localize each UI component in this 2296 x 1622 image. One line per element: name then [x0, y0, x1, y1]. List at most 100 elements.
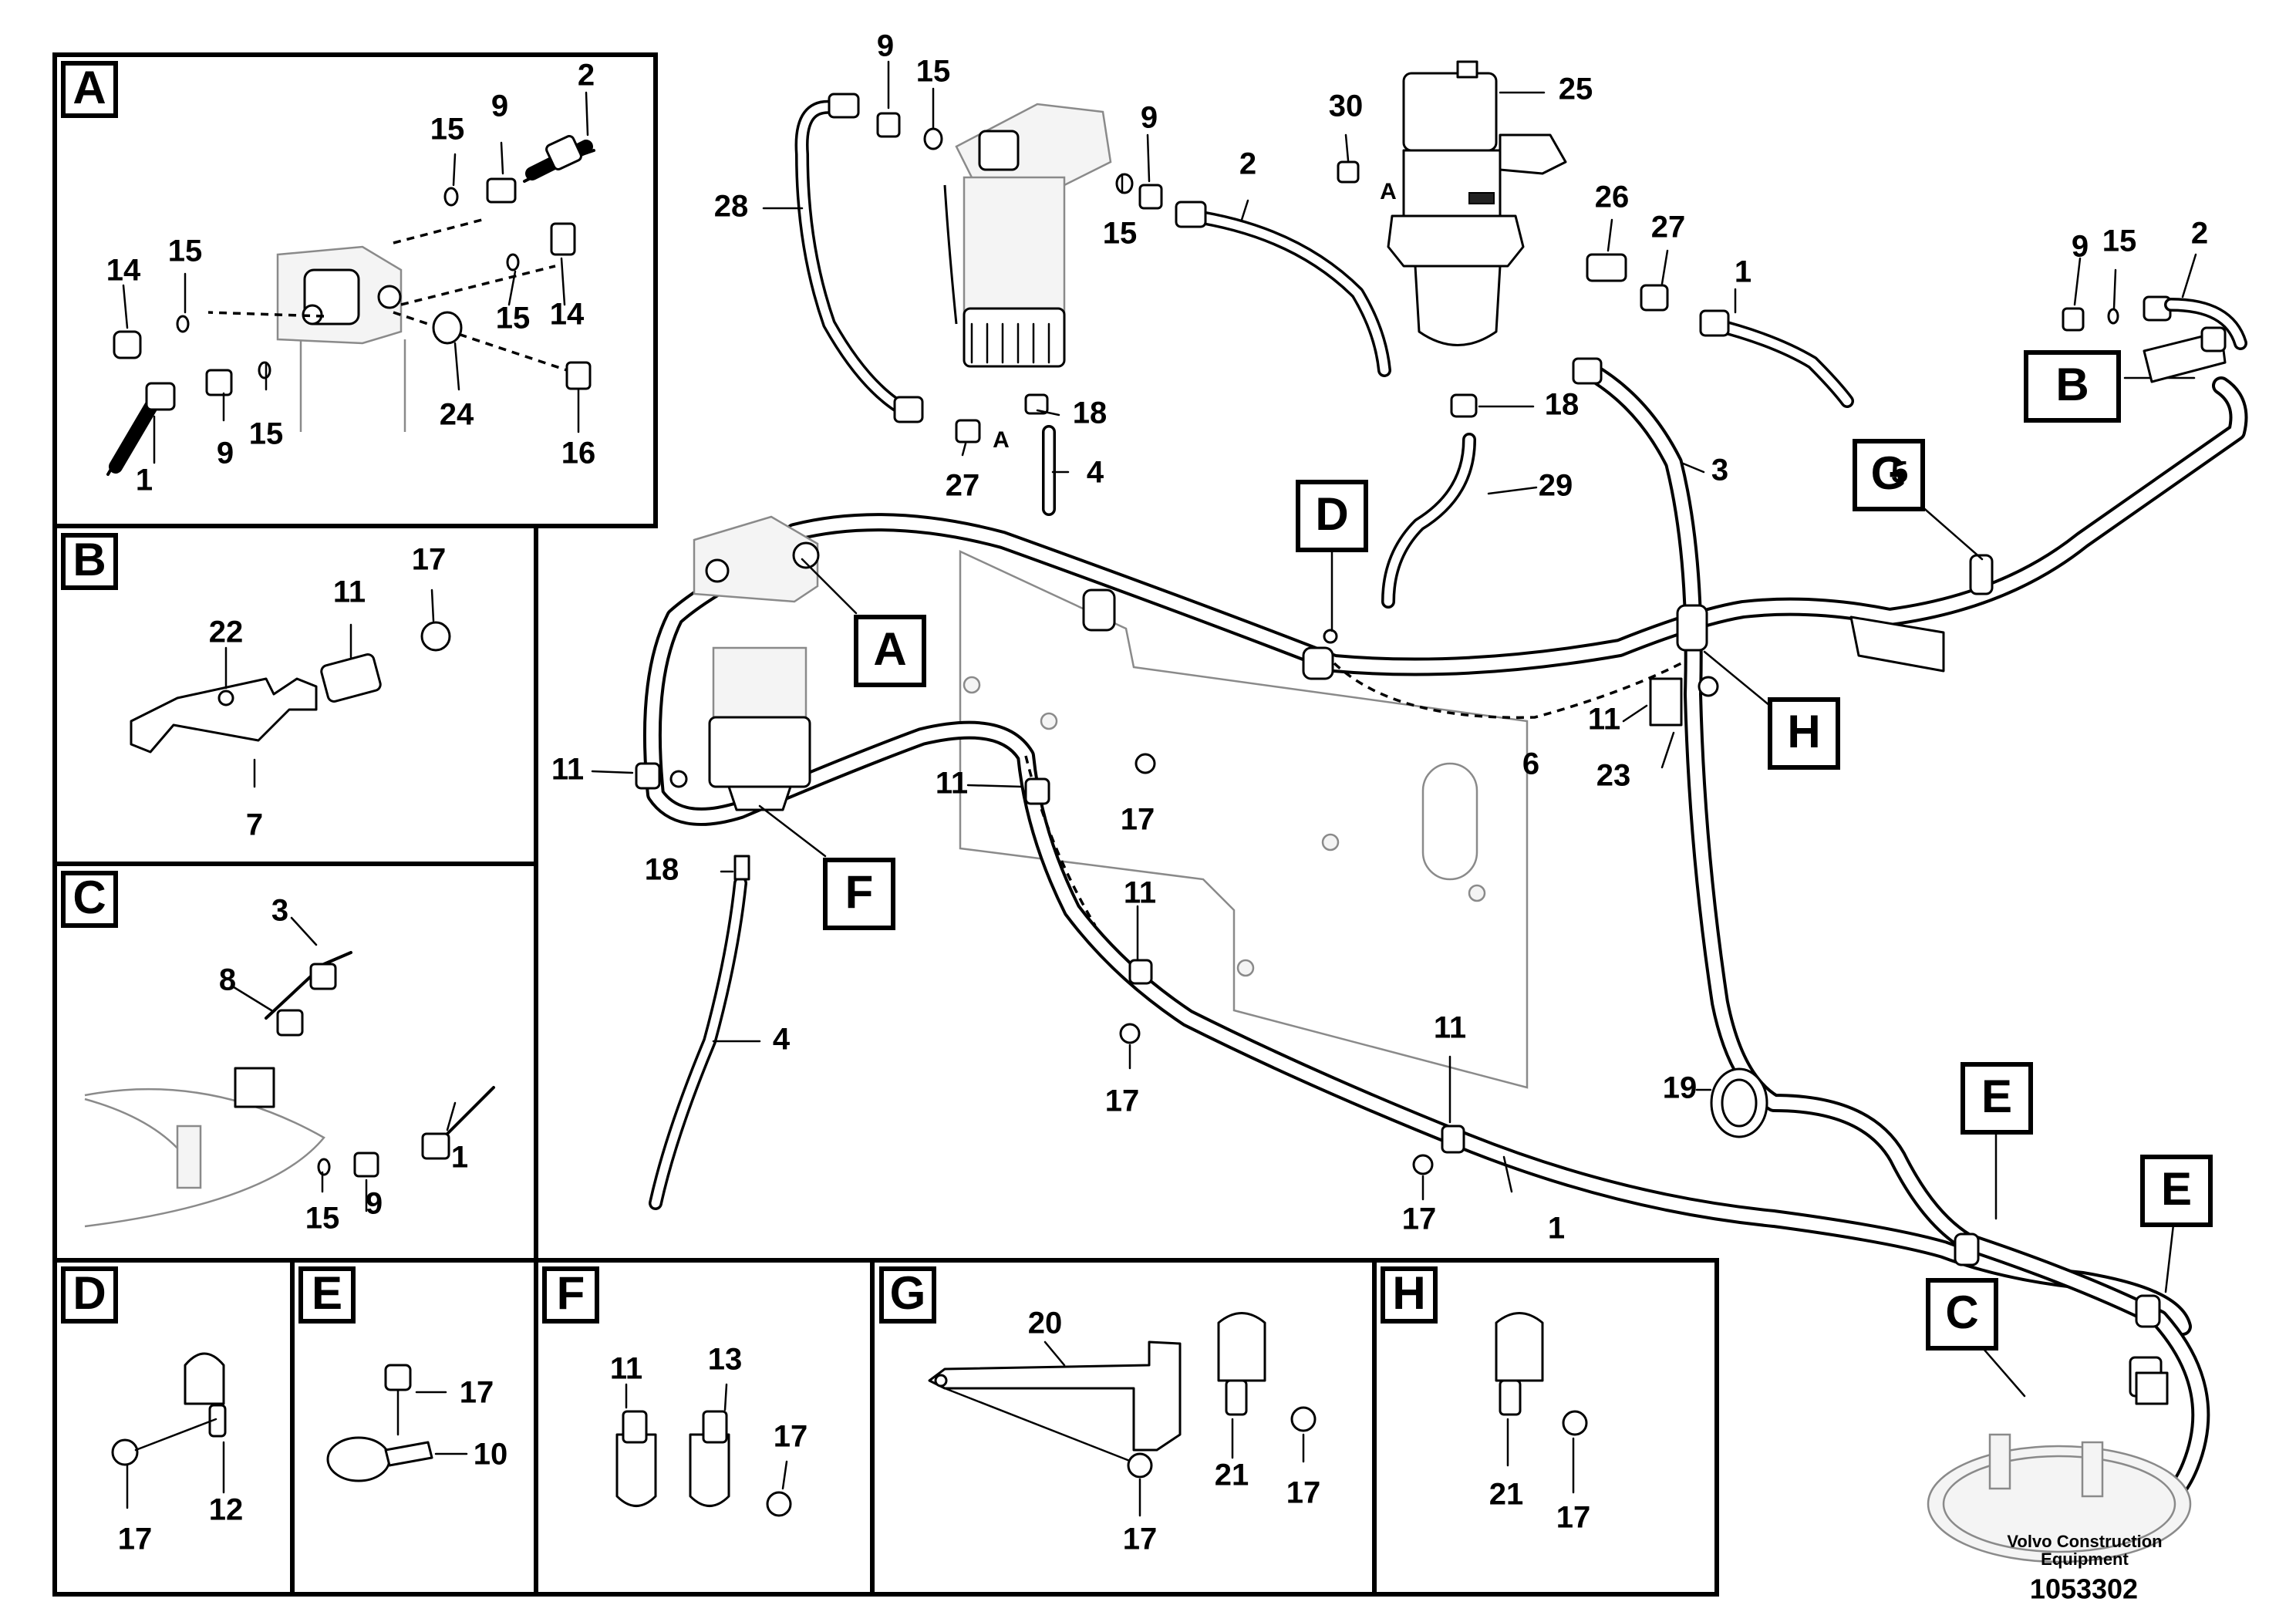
plate-bolt-3	[1321, 833, 1340, 851]
label-1-top-right: 1	[1735, 255, 1752, 289]
detail-g: G 20 21 17 17	[879, 1266, 1320, 1556]
main-letter-box-e1[interactable]	[1961, 1062, 2033, 1135]
main-letter-box-d[interactable]	[1296, 480, 1368, 552]
washer-15-right	[506, 253, 520, 271]
detail-c-letter-box	[61, 871, 118, 928]
clip-12-d	[184, 1352, 225, 1405]
tank-cover-rim	[84, 1098, 186, 1158]
clamp-d-bolt	[1323, 629, 1338, 644]
plug-14-left	[113, 330, 142, 359]
label-3-main: 3	[1711, 454, 1728, 487]
main-letter-f: F	[845, 866, 874, 918]
port-right	[377, 285, 402, 309]
main-letter-e1: E	[1981, 1071, 2012, 1122]
screw-17-main-4	[669, 770, 688, 788]
screw-17-e	[384, 1364, 412, 1391]
label-8-c: 8	[219, 963, 236, 997]
arrow-a-line	[801, 558, 858, 615]
leader-lines-main	[591, 704, 1712, 1201]
bolt-23-main	[1698, 676, 1719, 697]
filter-head-main	[693, 515, 819, 603]
fitting-27-right	[1640, 284, 1669, 312]
hose-5-inner	[788, 379, 2245, 673]
plate-bolt-4	[1468, 884, 1486, 902]
label-11-main-right: 11	[1434, 1011, 1466, 1045]
label-1-c: 1	[451, 1141, 468, 1175]
label-29: 29	[1539, 469, 1573, 503]
filter-element-top	[963, 307, 1066, 368]
assembly-lines-a	[207, 218, 568, 372]
main-letter-b: B	[2055, 359, 2089, 410]
detail-e-letter-box	[298, 1266, 356, 1324]
nut-3-c	[309, 963, 337, 990]
screw-30	[1337, 160, 1360, 184]
leader-lines-c	[230, 916, 457, 1212]
clip-21-h	[1495, 1312, 1544, 1382]
clip-11-f	[615, 1433, 657, 1507]
main-letter-box-b[interactable]	[2024, 350, 2121, 423]
main-letter-box-g[interactable]	[1853, 439, 1925, 511]
detail-b-letter-box	[61, 533, 118, 590]
arrow-h-line	[1703, 650, 1772, 707]
filter-bowl-top	[963, 176, 1066, 318]
main-letter-box-e2[interactable]	[2140, 1155, 2213, 1227]
label-15-a-bottom: 15	[249, 417, 284, 451]
main-letter-box-c[interactable]	[1926, 1278, 1998, 1351]
clip-21-h-tab	[1499, 1379, 1522, 1416]
label-9-c: 9	[366, 1187, 383, 1221]
adapter-8	[276, 1009, 304, 1037]
plug-14-right	[550, 222, 576, 256]
hose-3-nut-top	[1572, 357, 1603, 385]
label-17-main-center: 17	[1121, 803, 1155, 837]
hose-4-lower-inner	[651, 878, 745, 1208]
label-9-a-top: 9	[491, 89, 508, 123]
main-letter-h: H	[1787, 706, 1820, 757]
clamp-10-tab	[384, 1441, 433, 1467]
hose-1-inner	[646, 545, 2189, 1333]
clip-21-g-tab	[1225, 1379, 1248, 1416]
clamp-11-left	[635, 762, 661, 790]
arrow-e2-line	[2164, 1223, 2175, 1293]
detail-g-letter: G	[890, 1267, 926, 1319]
filter-element-ribs-top	[970, 322, 1050, 364]
label-17-e: 17	[460, 1376, 494, 1410]
hose-1-nut-top-right	[1699, 309, 1730, 337]
union-9-top-right	[1138, 184, 1163, 210]
hose-1-top-right-inner	[1708, 319, 1852, 406]
main-letter-e2: E	[2161, 1163, 2192, 1215]
clip-11-tab	[622, 1410, 648, 1444]
filter-bowl-outline	[299, 339, 406, 432]
label-15-top-right: 15	[1103, 217, 1138, 251]
label-14-a-right: 14	[550, 298, 585, 332]
clamp-g	[1969, 554, 1994, 595]
filter-band-25	[1387, 214, 1525, 268]
tank-stub-main-2	[2081, 1441, 2104, 1498]
union-9-c	[353, 1152, 379, 1178]
main-letter-box-a[interactable]	[854, 615, 926, 687]
label-10-e: 10	[474, 1438, 508, 1472]
main-letter-box-f[interactable]	[823, 858, 895, 930]
label-14-a-left: 14	[106, 254, 141, 288]
label-9-far-right: 9	[2072, 230, 2089, 264]
arrow-g-line	[1919, 504, 1984, 561]
detail-c: C 3 8 1 15 9	[61, 871, 495, 1236]
label-17-g-bottom: 17	[1123, 1523, 1158, 1556]
bracket-20	[928, 1340, 1182, 1452]
nut-1-c	[421, 1132, 450, 1160]
label-17-b: 17	[412, 543, 447, 577]
footer-company-line2: Equipment	[2041, 1549, 2129, 1569]
detail-d: D 12 17	[61, 1266, 243, 1556]
main-letter-box-h[interactable]	[1768, 697, 1840, 770]
footer: Volvo Construction Equipment 1053302	[2007, 1532, 2162, 1605]
label-17-f: 17	[774, 1420, 808, 1454]
clamp-d	[1302, 646, 1334, 680]
label-17-d: 17	[118, 1523, 153, 1556]
label-18-top: 18	[1073, 396, 1108, 430]
label-27-right: 27	[1651, 211, 1686, 244]
hose-3-inner	[1583, 364, 2207, 1518]
screw-22	[217, 690, 234, 706]
filter-element-main	[708, 716, 811, 788]
plate-bolt-1	[963, 676, 981, 694]
screw-17-h	[1562, 1410, 1588, 1436]
leader-lines-e	[415, 1391, 468, 1455]
